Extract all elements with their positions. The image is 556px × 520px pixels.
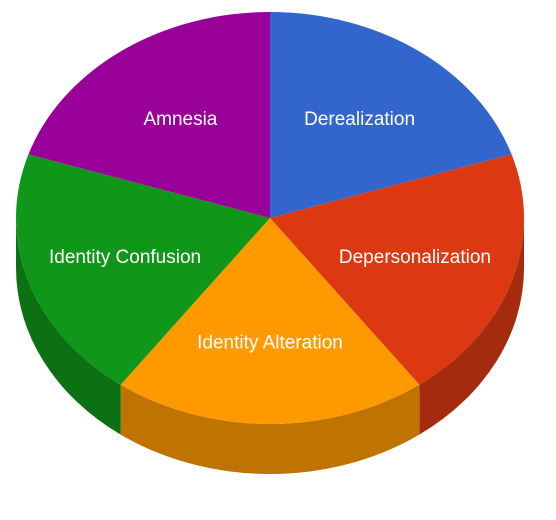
- pie-label-identity-alteration: Identity Alteration: [197, 333, 343, 354]
- pie-side-identity-alteration: [120, 384, 420, 475]
- pie-slice-identity-confusion[interactable]: [16, 154, 271, 385]
- pie-side-depersonalization: [419, 218, 524, 435]
- pie-label-depersonalization: Depersonalization: [339, 247, 491, 268]
- pie-label-identity-confusion: Identity Confusion: [49, 247, 201, 268]
- pie-side-identity-confusion: [16, 218, 121, 435]
- pie-sides: [16, 218, 524, 475]
- pie-slice-depersonalization[interactable]: [270, 154, 524, 385]
- pie-label-amnesia: Amnesia: [143, 109, 217, 130]
- pie-slice-derealization[interactable]: [270, 12, 512, 218]
- pie-slices: [16, 12, 524, 424]
- pie-label-derealization: Derealization: [304, 109, 415, 130]
- pie-slice-amnesia[interactable]: [28, 12, 271, 218]
- pie-slice-identity-alteration[interactable]: [120, 218, 420, 424]
